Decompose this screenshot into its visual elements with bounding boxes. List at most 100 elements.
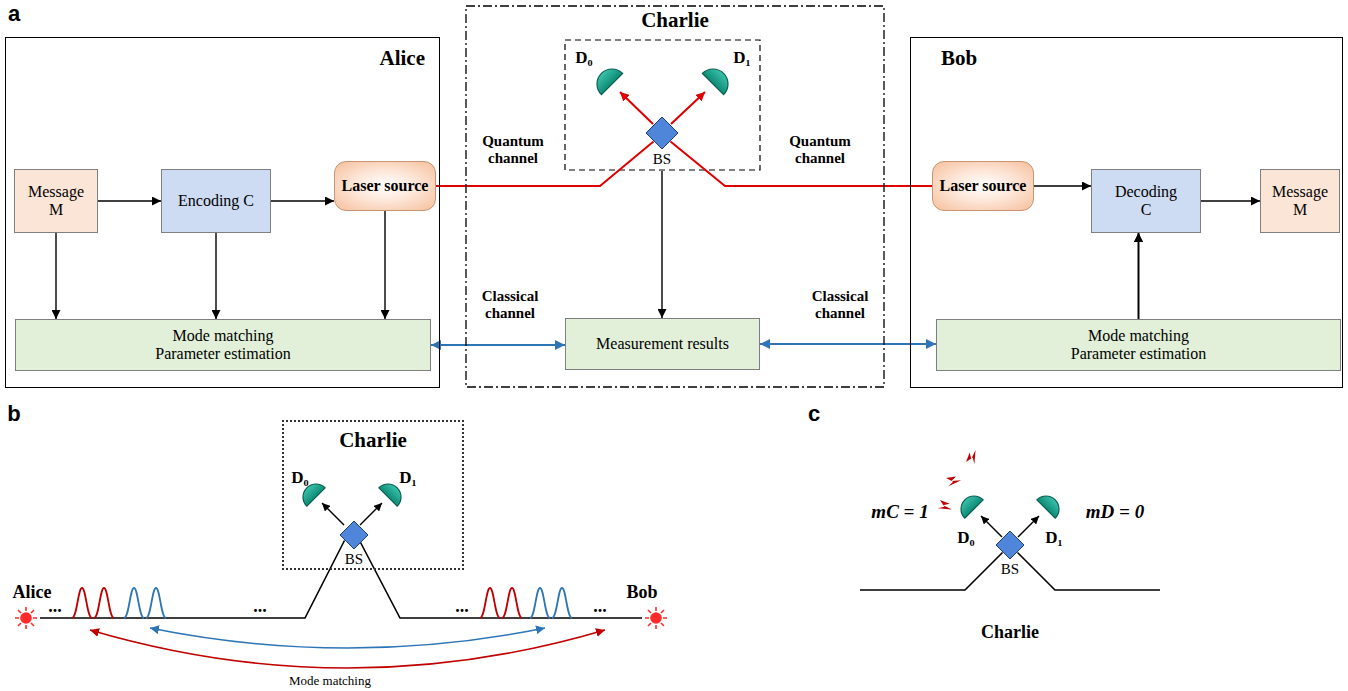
- detector: [1037, 491, 1065, 519]
- fiber-line: [360, 541, 643, 619]
- detector-beam: [322, 503, 1039, 537]
- component-label: BS: [1001, 561, 1019, 578]
- mode-matching-arc: [150, 628, 545, 648]
- detector: [591, 63, 623, 95]
- ellipsis: ...: [455, 596, 469, 617]
- box-text: Mode matching Parameter estimation: [147, 327, 299, 363]
- process-box: Measurement results: [565, 318, 760, 370]
- channel-label: Classical channel: [473, 288, 548, 323]
- flow-arrow: [1034, 185, 1091, 186]
- panel-letter: b: [7, 401, 20, 427]
- box-text: Message M: [1267, 183, 1333, 219]
- click-flash: [935, 497, 954, 516]
- flow-arrow: [55, 233, 56, 319]
- box-text: Message M: [22, 183, 89, 219]
- pulse: [480, 588, 500, 618]
- party-box: CharlieBS: [282, 420, 464, 570]
- laser-icon: [15, 607, 37, 629]
- flow-arrow: [1201, 200, 1260, 201]
- detector-beam: [620, 92, 653, 124]
- beam-splitter-symbol: [646, 117, 678, 149]
- fiber-line: [40, 541, 1160, 619]
- mode-matching-arc: [90, 628, 605, 668]
- flow-arrow: [1138, 233, 1139, 319]
- party-name: Charlie: [641, 8, 709, 33]
- flow-arrow: [1138, 233, 1139, 319]
- flow-arrow: [271, 200, 334, 201]
- measurement-value: mC = 1: [871, 501, 928, 523]
- beam-splitter-symbol: [645, 116, 679, 150]
- laser-icon: [645, 607, 667, 629]
- beam-splitter: BS: [339, 520, 369, 550]
- message-box: Message M: [1260, 169, 1340, 233]
- encoding-box: Encoding C: [161, 169, 271, 233]
- ellipsis: ...: [48, 596, 62, 617]
- channel-label: Quantum channel: [783, 133, 858, 168]
- beam-splitter-symbol: [340, 521, 368, 549]
- panel-letter: a: [8, 1, 20, 27]
- detector-beam: [1018, 516, 1039, 537]
- process-box: Mode matching Parameter estimation: [15, 319, 431, 371]
- ellipsis: ...: [253, 596, 267, 617]
- laser-box: Laser source: [334, 161, 436, 211]
- party-name: Bob: [941, 46, 977, 71]
- mode-matching-arc: [90, 630, 605, 668]
- beam-splitter: BS: [995, 530, 1025, 560]
- detector: [298, 63, 1065, 518]
- box-text: Mode matching Parameter estimation: [1063, 327, 1215, 363]
- fiber-line: [1018, 553, 1161, 591]
- laser-icon: [645, 607, 667, 629]
- pulse: [124, 588, 144, 618]
- laser-box: Laser source: [932, 161, 1034, 211]
- component-label: BS: [653, 151, 671, 168]
- beam-splitter: BS: [645, 116, 679, 150]
- party-name: Alice: [380, 46, 425, 71]
- decoding-box: Decoding C: [1091, 169, 1201, 233]
- click-flash: [963, 449, 982, 468]
- component-label: BS: [345, 551, 363, 568]
- beam-splitter-symbol: [339, 520, 369, 550]
- classical-channel: [431, 344, 565, 346]
- box-text: Laser source: [342, 177, 429, 195]
- beam-splitter-symbol: [995, 530, 1025, 560]
- box-text: Decoding C: [1108, 183, 1185, 219]
- pulse: [72, 588, 572, 618]
- flow-arrow: [215, 233, 216, 319]
- detector-beam: [360, 503, 382, 525]
- panel-letter: c: [808, 401, 820, 427]
- laser-icon: [15, 607, 37, 629]
- flow-arrow: [661, 171, 662, 318]
- pulse: [72, 588, 92, 618]
- box-text: Measurement results: [596, 335, 729, 353]
- inner-dashed-box: [565, 40, 760, 170]
- fiber-line: [40, 541, 345, 619]
- pulse: [146, 588, 166, 618]
- party-box: CharlieBS Measurement results: [465, 5, 885, 388]
- detector: [702, 63, 734, 95]
- party-name: Charlie: [981, 622, 1039, 643]
- channel-label: Classical channel: [803, 288, 878, 323]
- box-text: Encoding C: [178, 192, 254, 210]
- message-box: Message M: [14, 169, 98, 233]
- laser-icon: [651, 613, 661, 623]
- beam-splitter-symbol: [996, 531, 1024, 559]
- click-flash: [944, 473, 962, 489]
- inner-dashed-box: [565, 40, 760, 170]
- party-name: Alice: [13, 582, 52, 603]
- party-name: Charlie: [339, 428, 407, 453]
- party-name: Bob: [626, 582, 657, 603]
- detector-name: D₁: [399, 468, 416, 488]
- measurement-value: mD = 0: [1086, 501, 1144, 523]
- quantum-channel: [436, 142, 654, 187]
- ellipsis: ...: [593, 596, 607, 617]
- detector-name: D₁: [733, 48, 750, 68]
- fiber-line: [860, 553, 1003, 591]
- detector-beam: [981, 516, 1002, 537]
- flow-arrow: [98, 200, 161, 201]
- channel-label: Quantum channel: [476, 133, 551, 168]
- flow-arrow: [384, 211, 385, 319]
- process-box: Mode matching Parameter estimation: [936, 319, 1341, 371]
- pulse: [502, 588, 522, 618]
- detector-name: D₀: [291, 468, 308, 488]
- box-text: Laser source: [940, 177, 1027, 195]
